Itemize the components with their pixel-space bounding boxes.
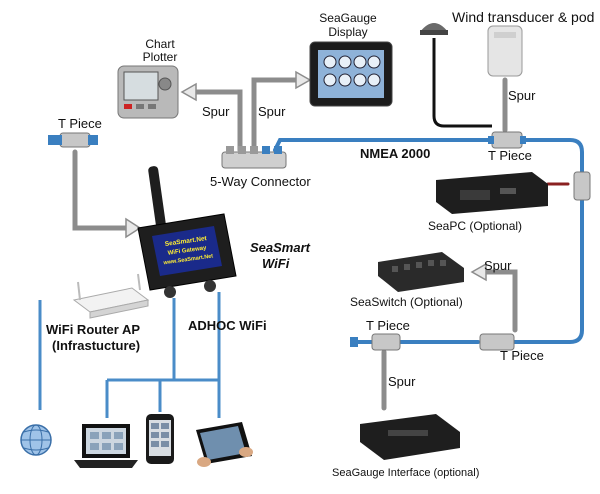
- label-seagauge-display-line1: SeaGauge: [319, 11, 377, 25]
- laptop-icon: [74, 424, 138, 468]
- label-spur-display: Spur: [258, 104, 286, 119]
- label-spur-plotter: Spur: [202, 104, 230, 119]
- wind-transducer: [420, 23, 448, 35]
- spur-arrows: [125, 70, 487, 282]
- labels: Chart Plotter SeaGauge Display Wind tran…: [46, 9, 594, 479]
- gateway-screen-line2: WiFi Gateway: [167, 245, 207, 256]
- label-seagauge-display-line2: Display: [328, 25, 367, 39]
- label-adhoc-wifi: ADHOC WiFi: [188, 318, 267, 333]
- label-seapc: SeaPC (Optional): [428, 219, 522, 233]
- seagauge-interface: [360, 414, 460, 460]
- globe-icon: [20, 424, 52, 456]
- wifi-lines: [38, 292, 221, 418]
- tablet-icon: [196, 422, 253, 467]
- label-seaswitch: SeaSwitch (Optional): [350, 295, 463, 309]
- wifi-router: [72, 273, 150, 319]
- label-seagauge-interface: SeaGauge Interface (optional): [332, 467, 479, 479]
- label-seasmart-line2: WiFi: [262, 256, 290, 271]
- label-t-piece-top-right: T Piece: [488, 148, 532, 163]
- label-five-way-connector: 5-Way Connector: [210, 174, 311, 189]
- label-wind-transducer: Wind transducer & pod: [452, 9, 594, 25]
- seapc: [436, 172, 548, 214]
- label-t-piece-bottom-left: T Piece: [366, 318, 410, 333]
- label-spur-interface: Spur: [388, 374, 416, 389]
- seaswitch: [378, 252, 464, 292]
- spur-cables: [72, 77, 518, 411]
- t-piece-seapc: [573, 171, 591, 201]
- label-seasmart-line1: SeaSmart: [250, 240, 311, 255]
- wind-cable: [432, 38, 492, 128]
- t-piece-left: [48, 132, 98, 148]
- label-spur-seaswitch: Spur: [484, 258, 512, 273]
- label-wifi-router-line1: WiFi Router AP: [46, 322, 140, 337]
- label-t-piece-left: T Piece: [58, 116, 102, 131]
- label-nmea-2000: NMEA 2000: [360, 146, 430, 161]
- label-chart-plotter-line2: Plotter: [143, 50, 178, 64]
- nmea-backbone: [273, 138, 584, 344]
- chart-plotter: [117, 65, 179, 119]
- smartphone-icon: [146, 414, 174, 464]
- t-piece-bottom-left: [350, 333, 401, 351]
- seagauge-display: [309, 41, 393, 107]
- seasmart-gateway: [137, 166, 237, 298]
- label-spur-wind: Spur: [508, 88, 536, 103]
- wind-pod: [487, 25, 523, 77]
- label-chart-plotter-line1: Chart: [145, 37, 175, 51]
- label-wifi-router-line2: (Infrastucture): [52, 338, 140, 353]
- t-piece-bottom-right: [479, 333, 515, 351]
- five-way-connector: [221, 146, 287, 169]
- label-t-piece-bottom-right: T Piece: [500, 348, 544, 363]
- t-piece-top-right: [488, 131, 526, 149]
